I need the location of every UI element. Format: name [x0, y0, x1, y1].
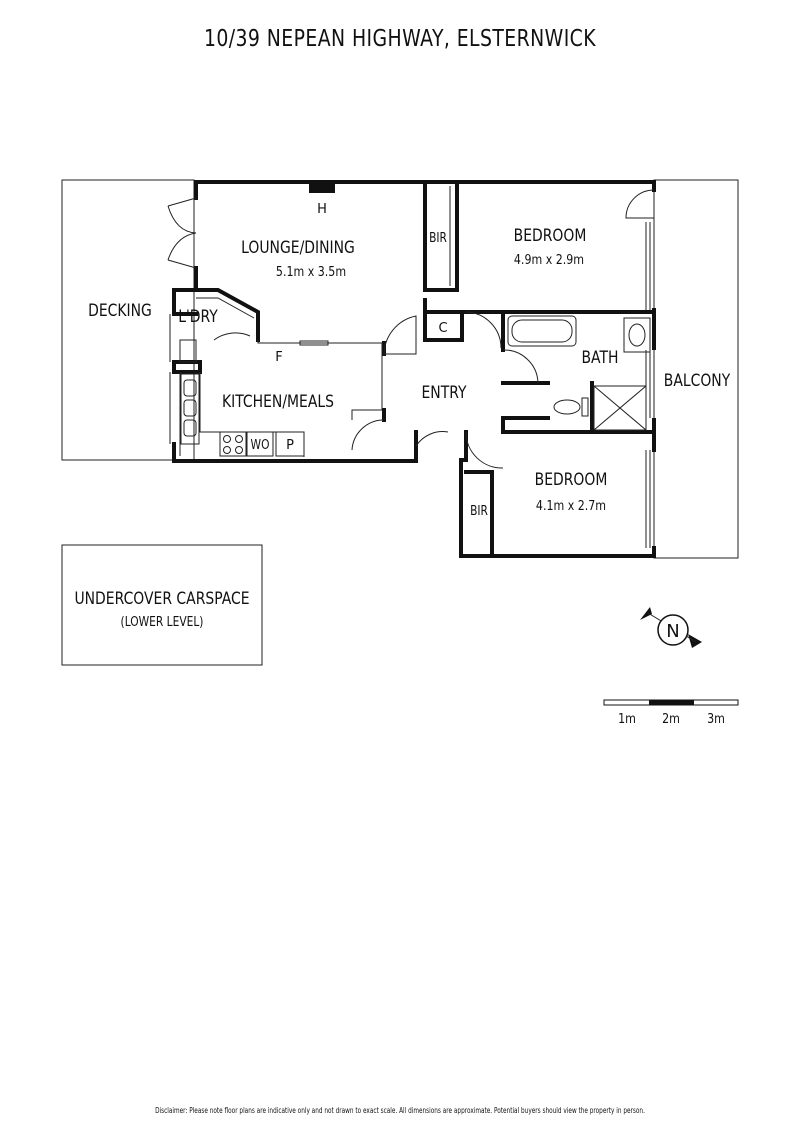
toilet-icon [553, 397, 589, 417]
cooktop-icon [219, 431, 247, 457]
bir-top-label: BIR [429, 230, 447, 245]
entry-label: ENTRY [421, 383, 466, 403]
carspace-label: UNDERCOVER CARSPACE [74, 589, 249, 609]
bedroom1-label: BEDROOM [514, 226, 587, 246]
windows [169, 222, 651, 548]
bir-bottom-label: BIR [470, 503, 488, 518]
bedroom2-size: 4.1m x 2.7m [536, 498, 606, 513]
lounge-label: LOUNGE/DINING [241, 238, 355, 258]
scale-label-2: 2m [662, 711, 680, 726]
interior-walls [172, 180, 656, 558]
bedroom2-label: BEDROOM [535, 470, 608, 490]
balcony-label: BALCONY [664, 371, 731, 391]
basin-icon [623, 317, 651, 353]
pantry-label: P [286, 438, 294, 453]
decking-label: DECKING [88, 301, 152, 321]
wall-oven-box [246, 431, 274, 457]
laundry-label: L'DRY [178, 307, 218, 327]
scale-label-3: 3m [707, 711, 725, 726]
sink-icon [180, 373, 200, 445]
decking-area [61, 179, 195, 461]
north-arrow-icon: N [640, 607, 702, 648]
carspace-sublabel: (LOWER LEVEL) [121, 614, 204, 629]
disclaimer: Disclaimer: Please note floor plans are … [155, 1106, 645, 1115]
heater-icon [309, 183, 335, 193]
bedroom1-size: 4.9m x 2.9m [514, 252, 584, 267]
bath-label: BATH [582, 348, 619, 368]
kitchen-label: KITCHEN/MEALS [222, 392, 334, 412]
compass-label: N [666, 621, 679, 642]
scale-bar: 1m 2m 3m [603, 699, 739, 726]
carspace-box: UNDERCOVER CARSPACE (LOWER LEVEL) [61, 544, 263, 666]
scale-label-1: 1m [618, 711, 636, 726]
doors [167, 189, 655, 469]
fridge-label: F [275, 350, 282, 365]
lounge-size: 5.1m x 3.5m [276, 264, 346, 279]
balcony-area [653, 179, 739, 559]
heater-label: H [317, 202, 327, 217]
bathtub-icon [507, 315, 577, 347]
wall-oven-label: WO [251, 437, 270, 452]
shower-icon [593, 385, 647, 431]
cupboard-label: C [438, 321, 447, 336]
page-title: 10/39 NEPEAN HIGHWAY, ELSTERNWICK [203, 26, 597, 52]
pantry-box [275, 431, 305, 457]
